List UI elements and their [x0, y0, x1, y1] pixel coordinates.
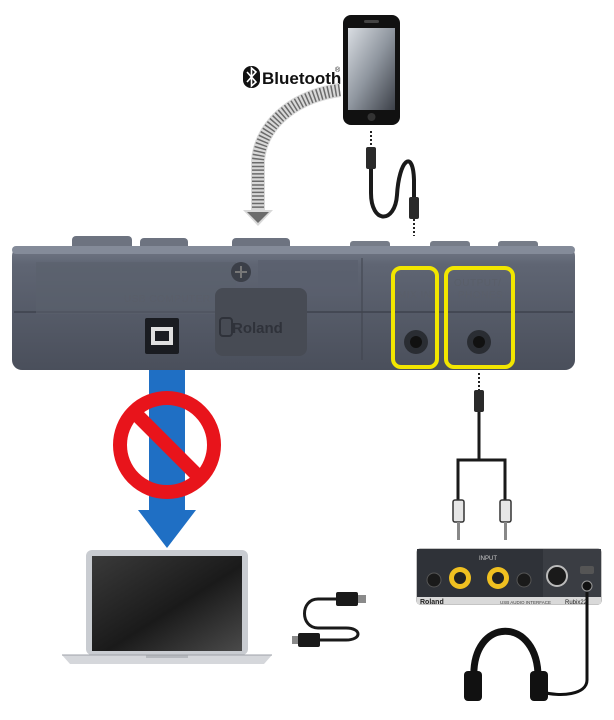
mix-in-label: MIX IN — [398, 290, 432, 301]
usb-prohibited-arrow — [113, 370, 221, 548]
bluetooth-text: Bluetooth — [262, 69, 341, 88]
mix-in-jack: MIX IN — [398, 290, 432, 354]
output-phones-jack: OUTPUT/ PHONES — [454, 278, 503, 354]
mix-in-highlight — [391, 266, 439, 369]
headphones-icon — [464, 592, 589, 701]
laptop — [62, 550, 272, 664]
roland-logo: Roland — [232, 320, 283, 337]
bluetooth-arrow — [243, 83, 342, 226]
interface-subtitle: USB AUDIO INTERFACE — [500, 600, 551, 605]
output-y-cable — [452, 373, 512, 540]
input-label: INPUT — [479, 556, 497, 562]
roland-cover: Roland — [215, 288, 307, 356]
bluetooth-label: Bluetooth ® — [243, 66, 341, 88]
bluetooth-icon — [243, 66, 260, 88]
phone-audio-cable — [366, 131, 419, 236]
smartphone — [343, 15, 400, 125]
registered-mark: ® — [335, 66, 341, 74]
interface-brand: Roland — [420, 599, 444, 606]
usb-cable-icon — [292, 592, 366, 647]
usb-computer-label: USB COMPUTER — [124, 294, 211, 305]
interface-model: Rubix22 — [565, 600, 588, 606]
usb-computer-port: USB COMPUTER — [124, 294, 211, 354]
drum-module-rear-panel: USB COMPUTER Roland MIX IN OUTPUT/ PHONE… — [12, 236, 575, 370]
audio-interface: INPUT Roland USB AUDIO INTERFACE Rubix22 — [416, 548, 602, 606]
output-highlight — [444, 266, 515, 369]
prohibited-icon — [113, 391, 221, 499]
output-label-line1: OUTPUT/ — [454, 278, 501, 289]
output-label-line2: PHONES — [458, 290, 503, 301]
